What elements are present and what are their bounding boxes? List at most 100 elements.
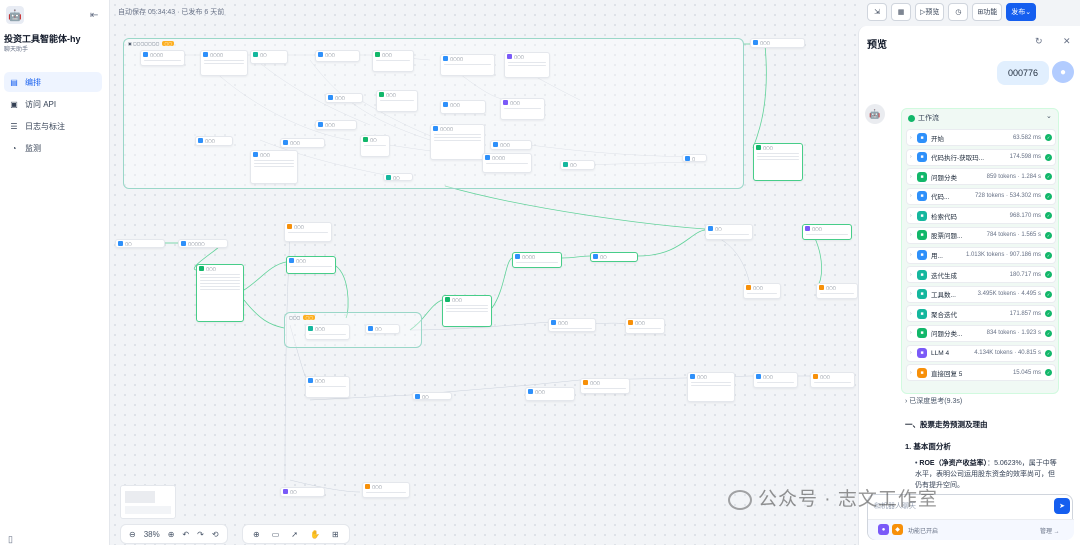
workflow-node[interactable]: ▢▢▢ bbox=[490, 140, 532, 150]
workflow-node[interactable]: ▢▢▢ bbox=[802, 224, 852, 240]
thinking-toggle[interactable]: › 已深度思考(9.3s) bbox=[905, 398, 963, 405]
export-button[interactable]: ⇲ bbox=[867, 3, 887, 21]
check-icon: ✓ bbox=[1045, 231, 1052, 239]
workflow-node[interactable]: ▢▢▢ bbox=[196, 264, 244, 322]
workflow-node[interactable]: ▢▢▢ bbox=[325, 93, 363, 103]
env-button[interactable]: ▦ bbox=[891, 3, 911, 21]
workflow-canvas[interactable]: 自动保存 05:34:43 · 已发布 6 天前 bbox=[110, 0, 858, 545]
workflow-node[interactable]: ▢▢▢ bbox=[280, 138, 325, 148]
add-node-icon[interactable]: ⊕ bbox=[253, 529, 260, 539]
workflow-node[interactable]: ▢▢▢ bbox=[372, 50, 414, 72]
refresh-icon[interactable]: ↻ bbox=[1035, 36, 1043, 46]
workflow-node[interactable]: ▢▢▢ bbox=[376, 90, 418, 112]
workflow-node[interactable]: ▢▢▢ bbox=[525, 387, 575, 401]
workflow-step[interactable]: ›■工具数...3.495K tokens · 4.495 s✓ bbox=[906, 285, 1056, 303]
workflow-node[interactable]: ▢▢▢ bbox=[750, 38, 805, 48]
features-button[interactable]: ⊞ 功能 bbox=[972, 3, 1003, 21]
zoom-level[interactable]: 38% bbox=[143, 529, 160, 539]
workflow-node[interactable]: ▢▢ bbox=[280, 487, 325, 497]
workflow-node[interactable]: ▢▢▢ bbox=[625, 318, 665, 334]
hand-icon[interactable]: ✋ bbox=[309, 529, 320, 539]
workflow-node[interactable]: ▢▢ bbox=[360, 135, 390, 157]
workflow-node[interactable]: ▢ bbox=[682, 154, 707, 162]
workflow-node[interactable]: ▢▢▢▢ bbox=[430, 124, 485, 160]
workflow-node[interactable]: ▢▢▢▢▢ bbox=[178, 239, 228, 248]
undo-icon[interactable]: ↶ bbox=[182, 529, 190, 539]
pointer-icon[interactable]: ➚ bbox=[291, 529, 298, 539]
minimap[interactable] bbox=[120, 485, 176, 519]
close-icon[interactable]: ✕ bbox=[1063, 36, 1071, 46]
workflow-node[interactable]: ▢▢▢ bbox=[315, 120, 357, 130]
expand-panel-icon[interactable]: ▯ bbox=[8, 534, 13, 544]
workflow-node[interactable]: ▢▢▢ bbox=[286, 256, 336, 274]
workflow-node[interactable]: ▢▢▢▢ bbox=[482, 153, 532, 173]
chat-input[interactable]: 和机器人聊天 bbox=[874, 503, 916, 510]
workflow-node[interactable]: ▢▢▢ bbox=[743, 283, 781, 299]
workflow-node[interactable]: ▢▢▢ bbox=[753, 372, 798, 388]
workflow-trace-header[interactable]: 工作流 bbox=[908, 113, 939, 123]
workflow-node[interactable]: ▢▢▢ bbox=[250, 150, 298, 184]
workflow-node[interactable]: ▢▢▢ bbox=[816, 283, 858, 299]
chevron-right-icon: › bbox=[910, 193, 912, 200]
workflow-node[interactable]: ▢▢▢ bbox=[500, 98, 545, 120]
workflow-node[interactable]: ▢▢▢ bbox=[687, 372, 735, 402]
workflow-node[interactable]: ▢▢▢ bbox=[580, 378, 630, 394]
layout-icon[interactable]: ⊞ bbox=[331, 529, 339, 539]
microphone-icon[interactable]: ● bbox=[878, 524, 889, 535]
workflow-node[interactable]: ▢▢▢ bbox=[362, 482, 410, 498]
workflow-node[interactable]: ▢▢ bbox=[383, 173, 413, 181]
preview-button[interactable]: ▷ 预览 bbox=[915, 3, 945, 21]
send-button[interactable]: ➤ bbox=[1054, 498, 1070, 514]
history-icon[interactable]: ⟲ bbox=[211, 529, 219, 539]
workflow-node[interactable]: ▢▢ bbox=[250, 50, 288, 64]
workflow-step[interactable]: ›■代码执行-获取玛...174.598 ms✓ bbox=[906, 148, 1056, 166]
workflow-node[interactable]: ▢▢▢ bbox=[305, 376, 350, 398]
workflow-node[interactable]: ▢▢▢ bbox=[195, 136, 233, 146]
publish-button[interactable]: 发布 ⌄ bbox=[1006, 3, 1037, 21]
workflow-node[interactable]: ▢▢ bbox=[705, 224, 753, 240]
sidebar-item-logs[interactable]: ☰ 日志与标注 bbox=[4, 116, 102, 136]
workflow-step[interactable]: ›■股票问题...784 tokens · 1.565 s✓ bbox=[906, 226, 1056, 244]
sidebar-item-orchestrate[interactable]: ▤ 编排 bbox=[4, 72, 102, 92]
zoom-in-icon[interactable]: ⊕ bbox=[167, 529, 175, 539]
workflow-step[interactable]: ›■用...1.013K tokens · 907.186 ms✓ bbox=[906, 246, 1056, 264]
workflow-node[interactable]: ▢▢▢▢ bbox=[512, 252, 562, 268]
workflow-node[interactable]: ▢▢ bbox=[412, 392, 452, 400]
workflow-step[interactable]: ›■问题分类...834 tokens · 1.923 s✓ bbox=[906, 324, 1056, 342]
workflow-node[interactable]: ▢▢▢ bbox=[305, 324, 350, 340]
workflow-node[interactable]: ▢▢▢▢ bbox=[200, 50, 248, 76]
feature-icon[interactable]: ◆ bbox=[892, 524, 903, 535]
workflow-node[interactable]: ▢▢▢▢ bbox=[440, 54, 495, 76]
sidebar-item-api[interactable]: ▣ 访问 API bbox=[4, 94, 102, 114]
workflow-node[interactable]: ▢▢▢▢ bbox=[140, 50, 185, 66]
workflow-step[interactable]: ›■代码...728 tokens · 534.302 ms✓ bbox=[906, 187, 1056, 205]
workflow-node[interactable]: ▢▢ bbox=[365, 324, 400, 334]
history-button[interactable]: ◷ bbox=[948, 3, 969, 21]
sidebar-item-monitor[interactable]: ◔ 监测 bbox=[4, 138, 102, 158]
workflow-node[interactable]: ▢▢▢ bbox=[284, 222, 332, 242]
manage-link[interactable]: 管理 → bbox=[1040, 529, 1060, 535]
workflow-node[interactable]: ▢▢ bbox=[560, 160, 595, 170]
workflow-node[interactable]: ▢▢ bbox=[590, 252, 638, 262]
workflow-node[interactable]: ▢▢▢ bbox=[548, 318, 596, 332]
collapse-sidebar-icon[interactable]: ⇤ bbox=[90, 10, 99, 21]
check-icon: ✓ bbox=[1045, 369, 1052, 377]
redo-icon[interactable]: ↷ bbox=[197, 529, 204, 539]
workflow-node[interactable]: ▢▢▢ bbox=[810, 372, 855, 388]
workflow-node[interactable]: ▢▢▢ bbox=[504, 52, 550, 78]
workflow-node[interactable]: ▢▢▢ bbox=[753, 143, 803, 181]
chevron-down-icon[interactable]: ⌄ bbox=[1046, 113, 1052, 120]
workflow-node[interactable]: ▢▢▢ bbox=[442, 295, 492, 327]
workflow-node[interactable]: ▢▢▢ bbox=[315, 50, 360, 62]
zoom-out-icon[interactable]: ⊖ bbox=[129, 529, 136, 539]
add-note-icon[interactable]: ▭ bbox=[271, 529, 280, 539]
workflow-node[interactable]: ▢▢ bbox=[115, 239, 165, 248]
workflow-node[interactable]: ▢▢▢ bbox=[440, 100, 486, 114]
